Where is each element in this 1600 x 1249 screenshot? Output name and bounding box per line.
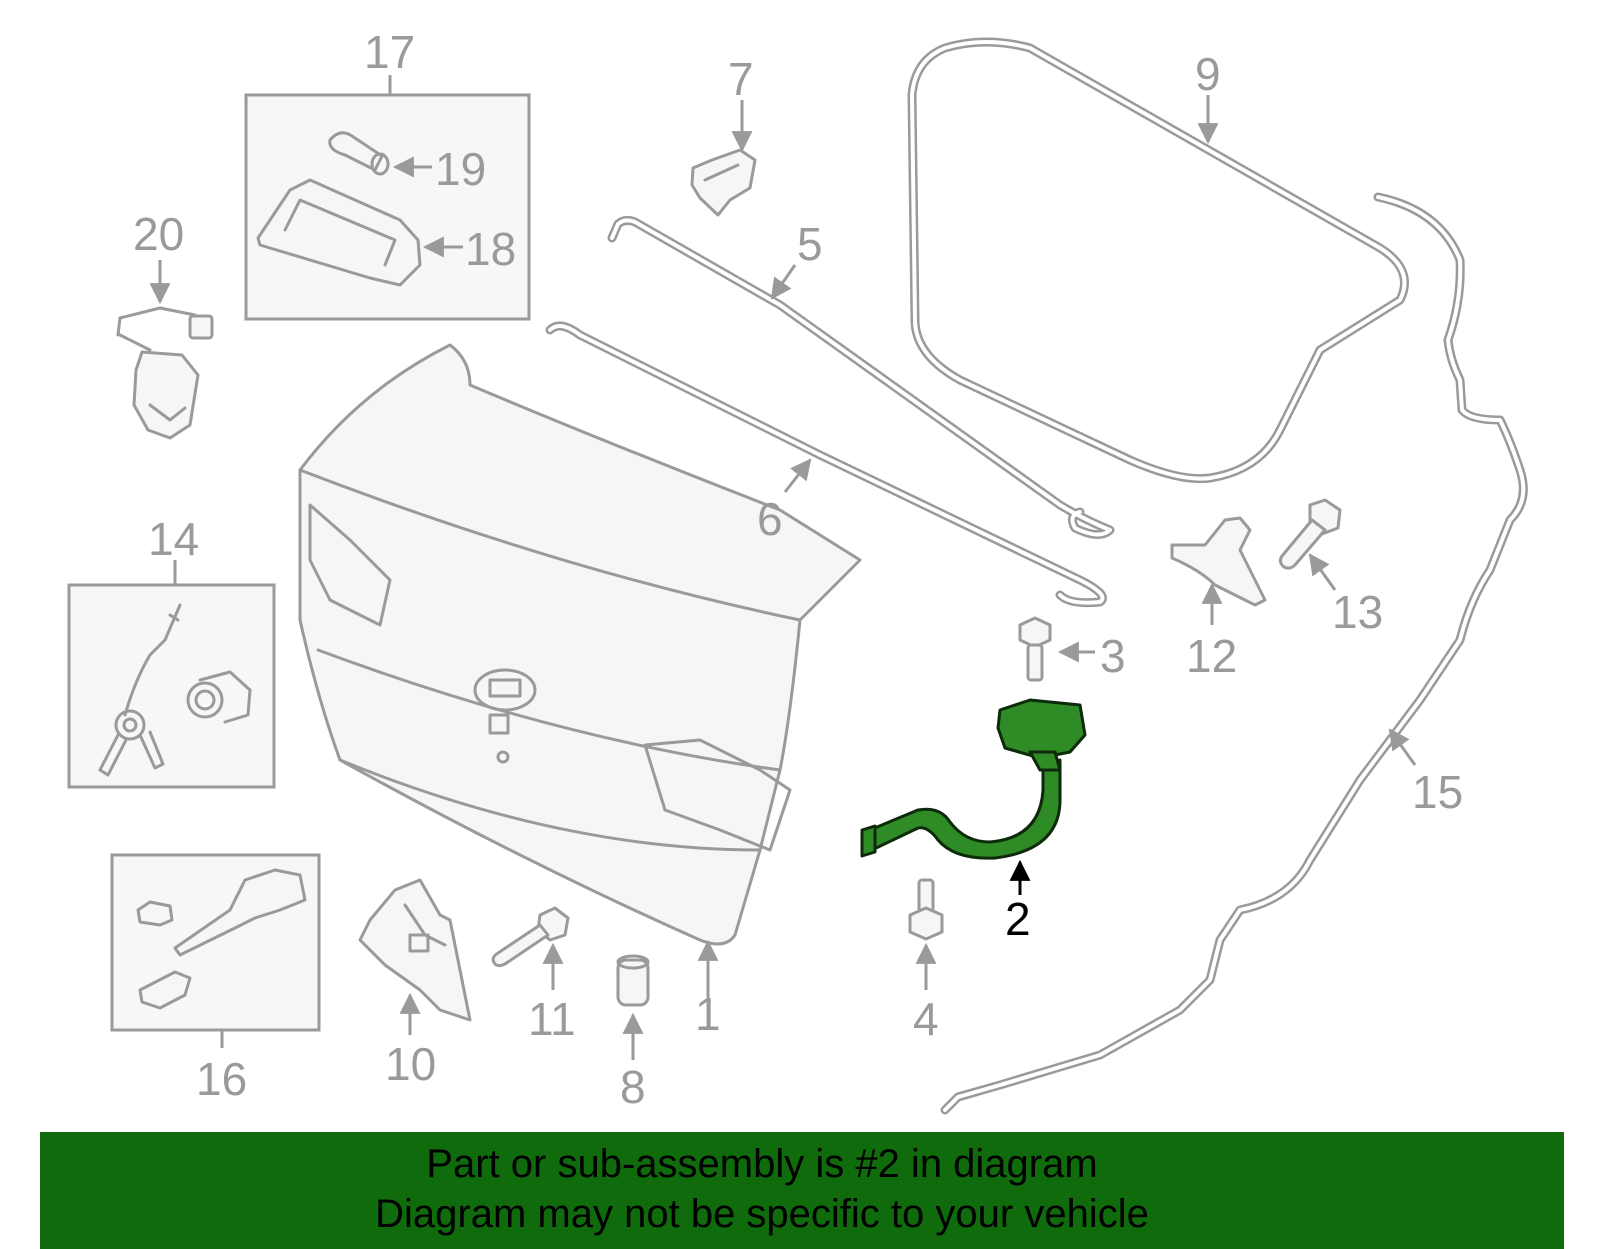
release-cable-part-15[interactable] — [940, 192, 1528, 1115]
license-lamp-kit-part-17[interactable] — [244, 93, 531, 321]
camera-part-20[interactable] — [116, 306, 214, 440]
striker-kit-part-16[interactable] — [110, 853, 321, 1032]
bracket-part-12[interactable] — [1170, 516, 1267, 607]
leader-lines — [149, 75, 1417, 1060]
callout-3: 3 — [1100, 630, 1126, 682]
trunk-hinge-part-2[interactable] — [860, 698, 1087, 860]
callout-17: 17 — [364, 26, 415, 78]
info-banner: Part or sub-assembly is #2 in diagram Di… — [40, 1132, 1564, 1249]
callout-9: 9 — [1195, 48, 1221, 100]
callout-1: 1 — [695, 988, 721, 1040]
callout-15: 15 — [1412, 766, 1463, 818]
callout-19: 19 — [435, 143, 486, 195]
callout-18: 18 — [465, 223, 516, 275]
bracket-part-7[interactable] — [690, 148, 757, 217]
lock-cylinder-kit-part-14[interactable] — [67, 583, 276, 789]
bumper-part-8[interactable] — [616, 954, 650, 1007]
callout-12: 12 — [1186, 630, 1237, 682]
trunk-lid-part-1[interactable] — [298, 343, 862, 946]
callout-2[interactable]: 2 — [1005, 893, 1031, 945]
callout-8: 8 — [620, 1061, 646, 1113]
callout-16: 16 — [196, 1053, 247, 1105]
callout-6: 6 — [757, 493, 783, 545]
callout-20: 20 — [133, 208, 184, 260]
bolt-part-11[interactable] — [491, 906, 570, 968]
torsion-rod-part-5[interactable] — [607, 215, 1115, 539]
latch-part-10[interactable] — [358, 878, 472, 1022]
lamp-housing-part-18[interactable] — [256, 178, 422, 287]
callout-numbers: 1 2 3 4 5 6 7 8 9 10 11 12 13 14 15 16 1… — [133, 26, 1463, 1113]
bolt-part-13[interactable] — [1278, 498, 1342, 570]
callout-4: 4 — [913, 993, 939, 1045]
callout-5: 5 — [797, 218, 823, 270]
bolt-part-4[interactable] — [908, 878, 944, 941]
callout-14: 14 — [148, 513, 199, 565]
bolt-part-3[interactable] — [1018, 616, 1052, 682]
callout-11: 11 — [528, 993, 576, 1045]
torsion-rod-part-6[interactable] — [545, 321, 1107, 608]
weatherstrip-part-9[interactable] — [907, 37, 1409, 484]
callout-13: 13 — [1332, 586, 1383, 638]
callout-7: 7 — [728, 53, 754, 105]
bulb-part-19[interactable] — [328, 131, 390, 176]
banner-line-1: Part or sub-assembly is #2 in diagram — [426, 1142, 1098, 1186]
callout-10: 10 — [385, 1038, 436, 1090]
banner-line-2: Diagram may not be specific to your vehi… — [375, 1192, 1149, 1236]
